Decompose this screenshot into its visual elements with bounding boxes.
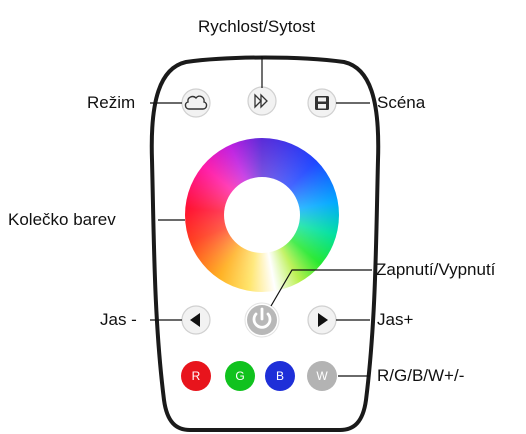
- scene-button[interactable]: [307, 88, 337, 118]
- scene-icon: [315, 96, 329, 110]
- label-mode: Režim: [87, 93, 136, 112]
- white-button-label: W: [316, 369, 328, 383]
- power-icon: [252, 307, 272, 329]
- label-power: Zapnutí/Vypnutí: [376, 260, 496, 279]
- blue-button[interactable]: [265, 361, 295, 391]
- white-button[interactable]: [307, 361, 337, 391]
- power-button[interactable]: [244, 302, 280, 338]
- brightness-up-icon: [318, 313, 328, 327]
- color-wheel[interactable]: [185, 138, 339, 292]
- brightness-up-button[interactable]: [307, 305, 337, 335]
- speed-saturation-button[interactable]: [247, 86, 277, 116]
- brightness-down-button[interactable]: [181, 305, 211, 335]
- green-button-label: G: [235, 369, 245, 383]
- red-button[interactable]: [181, 361, 211, 391]
- speed-icon: [254, 93, 268, 109]
- power-leader: [270, 269, 372, 307]
- label-speed-saturation: Rychlost/Sytost: [198, 17, 316, 36]
- mode-icon: [184, 95, 208, 110]
- mode-button[interactable]: [181, 88, 211, 118]
- red-button-label: R: [191, 369, 201, 383]
- blue-button-label: B: [275, 369, 284, 383]
- green-button[interactable]: [225, 361, 255, 391]
- label-brightness-up: Jas+: [377, 310, 414, 329]
- label-brightness-down: Jas -: [100, 310, 137, 329]
- brightness-down-icon: [190, 313, 200, 327]
- label-scene: Scéna: [377, 93, 426, 112]
- label-rgbw: R/G/B/W+/-: [377, 366, 465, 385]
- label-color-wheel: Kolečko barev: [8, 210, 116, 229]
